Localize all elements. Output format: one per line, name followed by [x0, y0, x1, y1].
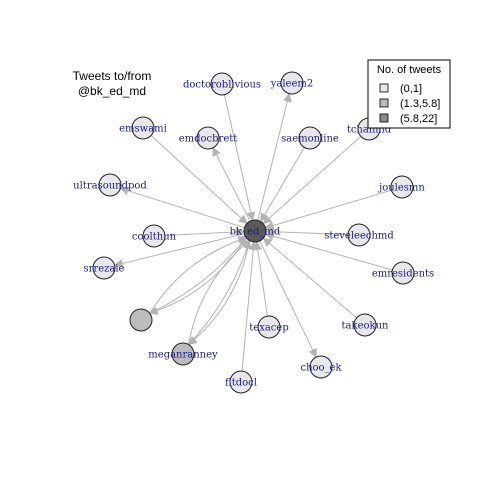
edges-layer — [113, 92, 393, 372]
edge-saemonline-to-center — [260, 147, 305, 223]
legend-item-label: (5.8,22] — [400, 113, 437, 125]
node-label-emdocbrett: emdocbrett — [179, 134, 238, 145]
edge-tchanmd-to-center — [262, 135, 362, 225]
node-flidocl[interactable] — [229, 370, 253, 394]
node-steveleechmd[interactable] — [347, 223, 371, 247]
legend-swatch — [379, 113, 389, 123]
legend-item-label: (1.3,5.8] — [400, 98, 440, 110]
edge-center-to-meganranney — [187, 240, 250, 346]
node-unlabeled[interactable] — [129, 308, 153, 332]
node-label-ultrasoundpod: ultrasoundpod — [73, 181, 147, 192]
node-label-emresidents: emresidents — [372, 269, 434, 280]
graph-title-line2: @bk_ed_md — [78, 84, 146, 98]
edge-center-to-emdocbrett — [212, 147, 251, 222]
graph-title-line1: Tweets to/from — [73, 69, 152, 83]
node-label-steveleechmd: steveleechmd — [324, 231, 394, 242]
node-saemonline[interactable] — [298, 126, 322, 150]
legend-item-label: (0,1] — [400, 83, 422, 95]
node-emdocbrett[interactable] — [196, 126, 220, 150]
graph-title: Tweets to/from @bk_ed_md — [73, 69, 152, 98]
legend-title: No. of tweets — [377, 64, 442, 76]
legend-swatch — [379, 98, 389, 108]
node-meganranney[interactable] — [171, 342, 195, 366]
node-label-joulesmn: joulesmn — [378, 183, 425, 194]
node-label-takeokun: takeokun — [342, 321, 389, 332]
node-ultrasoundpod[interactable] — [98, 173, 122, 197]
edge-emresidents-to-center — [264, 231, 393, 271]
node-emresidents[interactable] — [391, 261, 415, 285]
node-yaleem2[interactable] — [280, 71, 304, 95]
node-coolthun[interactable] — [142, 224, 166, 248]
edge-unlabeled-to-center-2 — [149, 237, 247, 314]
node-texacep[interactable] — [257, 315, 281, 339]
edge-steveleechmd-to-center — [265, 227, 349, 237]
node-label-yaleem2: yaleem2 — [270, 79, 314, 90]
node-label-doctoroblivious: doctoroblivious — [183, 80, 261, 91]
edge-meganranney-to-center — [188, 239, 251, 345]
node-center[interactable] — [243, 219, 267, 243]
node-choo_ek[interactable] — [309, 355, 333, 379]
node-label-meganranney: meganranney — [148, 350, 218, 361]
node-label-flidocl: fltdocl — [225, 378, 257, 389]
node-emswami[interactable] — [131, 116, 155, 140]
edge-texacep-to-center — [253, 240, 268, 317]
legend: No. of tweets (0,1] (1.3,5.8] (5.8,22] — [367, 59, 451, 129]
edge-center-to-unlabeled — [148, 237, 247, 315]
edge-center-to-choo_ek — [259, 240, 317, 358]
node-srrezaie[interactable] — [92, 256, 116, 280]
node-label-texacep: texacep — [249, 323, 288, 334]
node-joulesmn[interactable] — [390, 175, 414, 199]
edge-emswami-to-center — [150, 135, 248, 225]
edge-center-to-srrezaie — [113, 233, 245, 268]
edge-unlabeled-to-center — [149, 236, 248, 314]
edge-joulesmn-to-center — [264, 189, 392, 230]
edge-flidocl-to-center — [241, 241, 258, 372]
node-label-choo_ek: choo_ek — [300, 363, 342, 374]
edge-center-to-ultrasoundpod — [119, 186, 245, 229]
node-label-center: bk_ed_md — [230, 227, 281, 238]
edge-center-to-yaleem2 — [257, 92, 292, 221]
labels-layer: doctoroblivious yaleem2 emswami emdocbrett s… — [73, 79, 434, 389]
edge-coolthun-to-center — [164, 227, 245, 237]
edge-doctoroblivious-to-center — [223, 94, 256, 222]
node-doctoroblivious[interactable] — [210, 72, 234, 96]
node-label-tchanmd: tchanmd — [347, 125, 392, 136]
edge-takeokun-to-center — [262, 237, 357, 319]
node-label-coolthun: coolthun — [132, 232, 177, 243]
legend-swatch — [379, 83, 389, 93]
edge-meganranney-to-center-2 — [188, 239, 252, 345]
node-label-saemonline: saemonline — [281, 134, 339, 145]
node-label-srrezaie: srrezaie — [84, 264, 125, 275]
node-takeokun[interactable] — [353, 313, 377, 337]
node-label-emswami: emswami — [119, 124, 167, 135]
